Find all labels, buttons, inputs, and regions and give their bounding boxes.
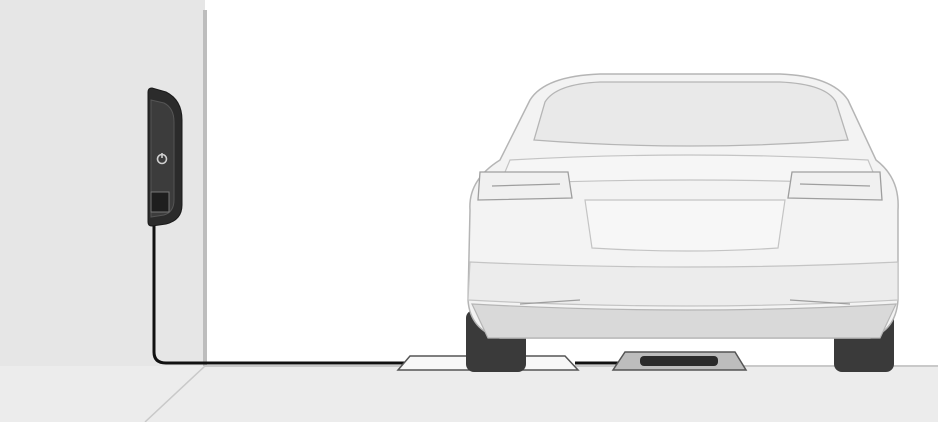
wall-charger (148, 88, 182, 226)
license-plate-area (585, 200, 785, 251)
rear-window (534, 82, 848, 146)
charging-pad (613, 352, 746, 370)
floor (0, 366, 938, 422)
electric-car-rear (466, 74, 898, 372)
wall-corner-edge (203, 10, 207, 366)
rear-bumper (468, 262, 898, 306)
